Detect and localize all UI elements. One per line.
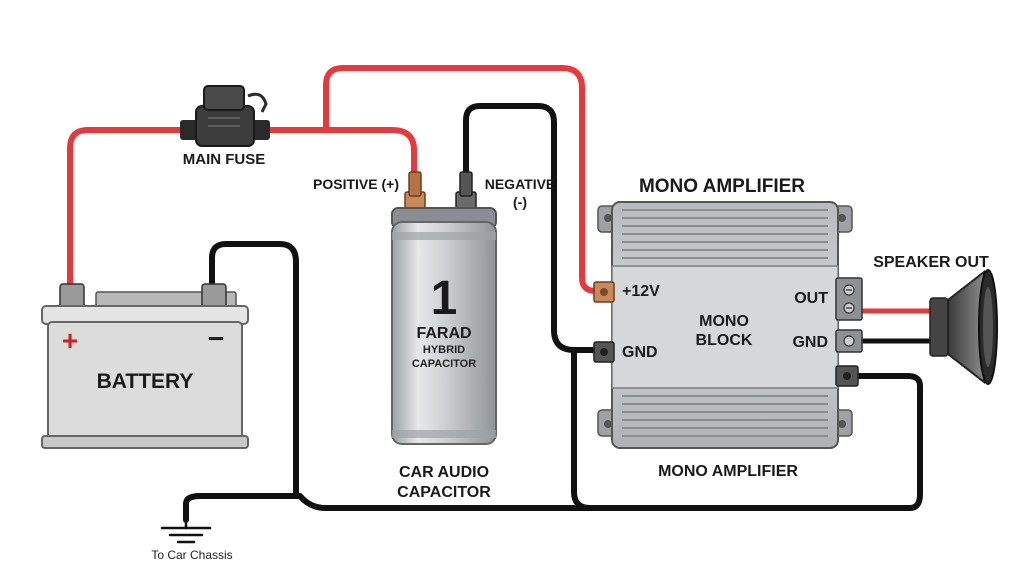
battery-to-fuse-wire (67, 127, 185, 293)
amp-body-line1: MONO (699, 313, 749, 330)
capacitor-type-label: CAPACITOR (412, 358, 476, 370)
capacitor-caption-line2: CAPACITOR (397, 484, 491, 501)
ground-wires (183, 103, 935, 523)
chassis-label: To Car Chassis (151, 548, 232, 562)
capacitor-rating-number: 1 (431, 272, 458, 325)
battery (41, 283, 249, 449)
speaker-out-label: SPEAKER OUT (873, 254, 989, 271)
capacitor-farad-label: FARAD (416, 325, 471, 342)
capacitor-to-amp-ground-wire (463, 103, 603, 353)
capacitor (391, 171, 497, 445)
amp-12v-label: +12V (622, 283, 660, 300)
capacitor-hybrid-label: HYBRID (423, 344, 465, 356)
main-fuse-label: MAIN FUSE (183, 151, 266, 168)
amp-out-label: OUT (794, 290, 828, 307)
amp-gnd-right-label: GND (792, 334, 828, 351)
amp-title-bottom: MONO AMPLIFIER (658, 463, 798, 480)
capacitor-caption-line1: CAR AUDIO (399, 464, 489, 481)
battery-minus-sign: − (208, 323, 224, 354)
main-fuse (180, 85, 270, 147)
amp-gnd-left-label: GND (622, 344, 658, 361)
chassis-ground-symbol (160, 518, 212, 544)
mono-amplifier (593, 201, 863, 449)
capacitor-positive-label: POSITIVE (+) (313, 176, 399, 192)
battery-label: BATTERY (97, 370, 194, 393)
capacitor-negative-label: NEGATIVE (485, 176, 556, 192)
positive-wires (67, 65, 935, 314)
capacitor-negative-sign: (-) (513, 194, 527, 210)
amp-ground-drop-wire (571, 347, 593, 511)
chassis-ground-wire (183, 373, 923, 523)
fuse-to-amp-wire (323, 65, 599, 294)
amp-title-top: MONO AMPLIFIER (639, 176, 805, 197)
battery-plus-sign: + (62, 325, 78, 356)
fuse-to-capacitor-wire (265, 127, 417, 181)
speaker (929, 269, 998, 385)
battery-ground-wire (209, 241, 299, 499)
amp-body-line2: BLOCK (696, 332, 753, 349)
